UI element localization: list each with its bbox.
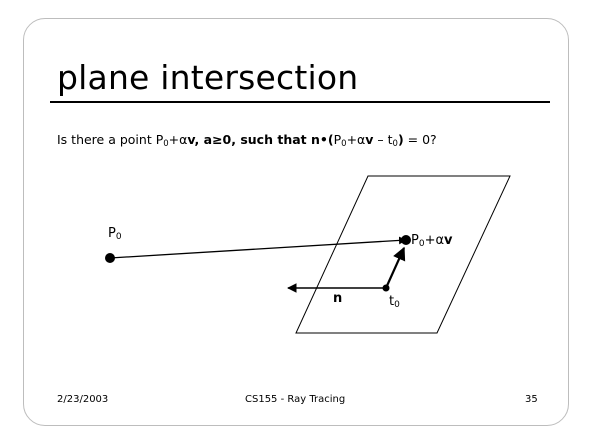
footer-page-number: 35 (525, 394, 538, 405)
in-plane-vector (384, 246, 406, 289)
label-p0: P0 (108, 226, 122, 242)
point-t0 (382, 284, 390, 292)
title-underline (50, 101, 550, 103)
point-intersection (401, 235, 411, 245)
footer-course: CS155 - Ray Tracing (245, 394, 346, 405)
footer-date: 2/23/2003 (57, 394, 109, 405)
label-n: n (333, 291, 343, 306)
ray-line (109, 236, 407, 259)
slide-title: plane intersection (57, 58, 359, 97)
label-intersection: P0+αv (411, 233, 453, 249)
question-text: Is there a point P0+αv, a≥0, such that n… (57, 132, 437, 149)
label-t0: t0 (389, 294, 400, 310)
plane-parallelogram (295, 175, 511, 334)
slide-frame (23, 18, 569, 426)
point-p0 (105, 253, 115, 263)
